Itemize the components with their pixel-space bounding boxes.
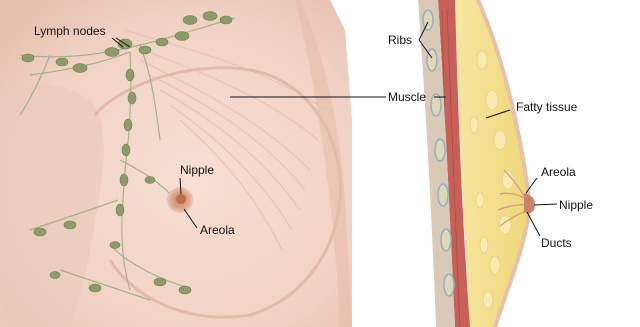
label-muscle: Muscle — [388, 90, 426, 104]
label-ducts: Ducts — [541, 236, 572, 250]
front-view — [0, 0, 352, 327]
nipple-front — [176, 194, 186, 204]
label-ribs: Ribs — [388, 33, 412, 47]
label-nipple-side: Nipple — [559, 198, 593, 212]
label-areola-front: Areola — [200, 223, 235, 237]
label-fatty-tissue: Fatty tissue — [516, 100, 577, 114]
side-view — [415, 0, 640, 327]
label-areola-side: Areola — [541, 165, 576, 179]
label-nipple-front: Nipple — [180, 163, 214, 177]
label-lymph-nodes: Lymph nodes — [34, 24, 106, 38]
